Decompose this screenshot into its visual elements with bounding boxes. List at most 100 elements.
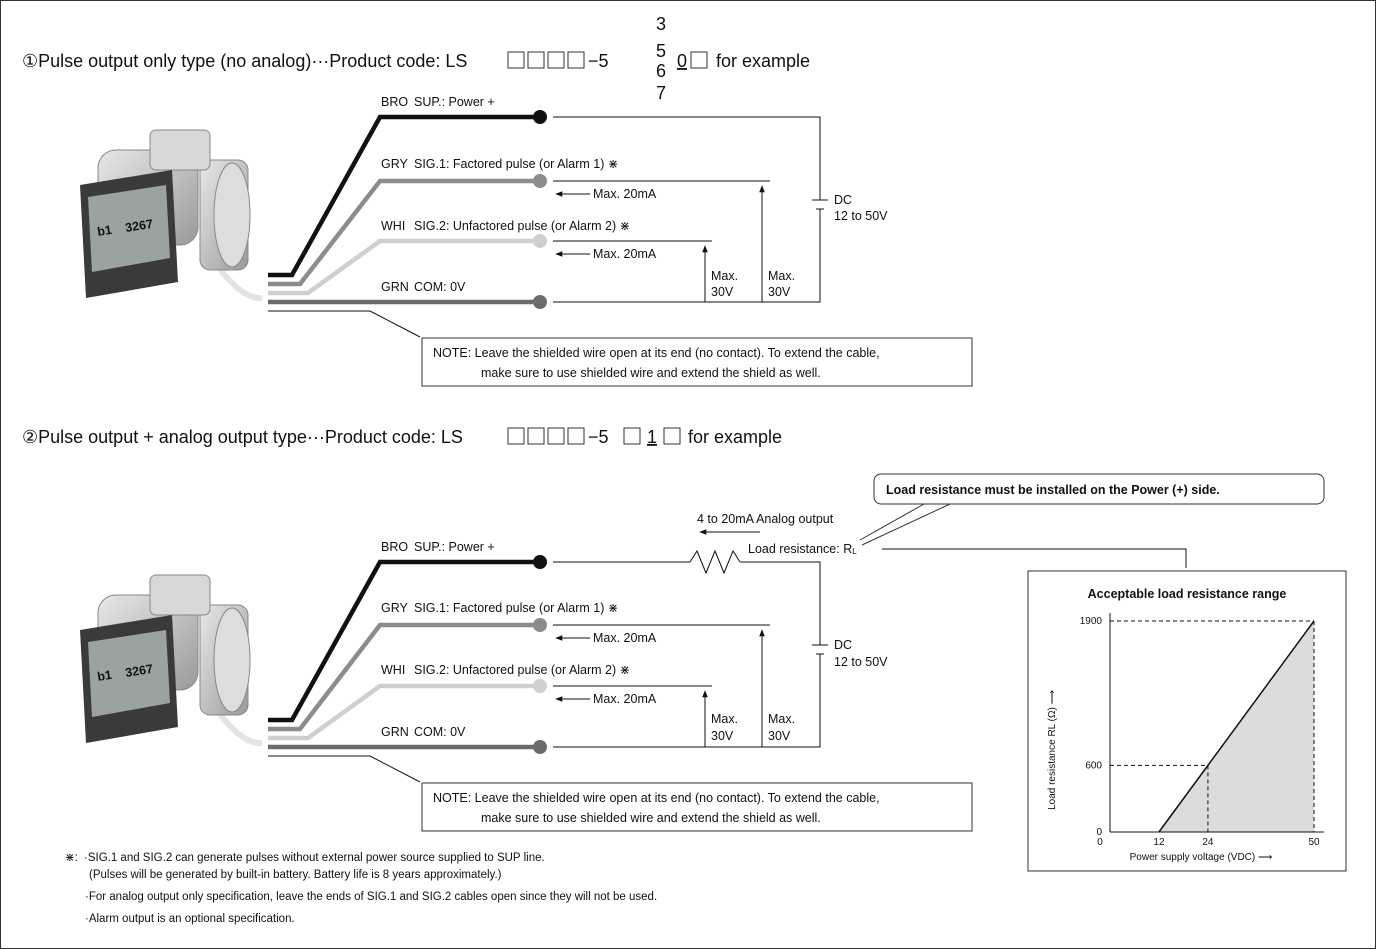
callout-text: Load resistance must be installed on the…: [886, 483, 1220, 497]
wire-gry-2-label: SIG.1: Factored pulse (or Alarm 1) ⋇: [414, 601, 618, 615]
device-2-display-left: b1: [96, 668, 113, 684]
max-voltage-2b: Max.: [768, 712, 795, 726]
wire-whi: [268, 238, 540, 296]
device-display-left: b1: [96, 223, 113, 239]
footnote-line-2: (Pulses will be generated by built-in ba…: [89, 869, 502, 881]
device-2-display-right: 3267: [124, 662, 154, 680]
wire-bundle-2: [268, 559, 540, 783]
resistor-symbol: [689, 549, 741, 575]
wire-bro-label: SUP.: Power +: [414, 95, 495, 109]
chart-title: Acceptable load resistance range: [1088, 587, 1287, 601]
code-stack-6: 6: [656, 61, 666, 81]
footnote-mark: ⋇:: [65, 852, 78, 864]
shield-wire: [268, 310, 421, 338]
wire-whi-color: WHI: [381, 219, 405, 233]
dc-label-2: DC: [834, 638, 852, 652]
max-current-1: Max. 20mA: [593, 187, 657, 201]
terminal-gry: [533, 174, 547, 188]
section-1-code-digit: 0: [677, 51, 687, 71]
max-current-2-1: Max. 20mA: [593, 631, 657, 645]
code-stack-5: 5: [656, 41, 666, 61]
section-1: ①Pulse output only type (no analog)···Pr…: [22, 14, 973, 387]
wire-grn-2-color: GRN: [381, 725, 409, 739]
section-2-heading-prefix: ②Pulse output + analog output type···Pro…: [22, 427, 463, 447]
max-voltage-2b-val: 30V: [768, 729, 791, 743]
max-voltage-2a-val: 30V: [711, 729, 734, 743]
wire-whi-2: [268, 683, 540, 741]
wire-bro: [268, 114, 540, 278]
max-current-2: Max. 20mA: [593, 247, 657, 261]
y-tick-label: 1900: [1080, 616, 1103, 627]
section-2-heading-suffix: for example: [688, 427, 782, 447]
code-stack-top: 3: [656, 14, 666, 34]
circuit-2: [553, 529, 1187, 748]
x-tick-label: 50: [1308, 837, 1320, 848]
product-code-boxes: [507, 51, 585, 69]
max-voltage-b: Max.: [768, 269, 795, 283]
wire-grn-label: COM: 0V: [414, 280, 466, 294]
wire-gry-2: [268, 622, 540, 732]
wire-gry-color: GRY: [381, 157, 409, 171]
wire-whi-2-color: WHI: [381, 663, 405, 677]
wire-bro-2: [268, 559, 540, 723]
wire-grn-2-label: COM: 0V: [414, 725, 466, 739]
note-box: [421, 337, 973, 387]
load-resistance-chart: Acceptable load resistance range 0 600 190…: [1027, 570, 1347, 872]
chart-ylabel: Load resistance RL (Ω) ⟶: [1047, 690, 1058, 810]
footnote-line-3: ·For analog output only specification, l…: [85, 891, 657, 903]
max-voltage-a-val: 30V: [711, 285, 734, 299]
section-2-code-digit: 1: [647, 427, 657, 447]
section-1-heading-prefix: ①Pulse output only type (no analog)···Pr…: [22, 51, 467, 71]
shield-wire-2: [268, 755, 421, 783]
max-voltage-a: Max.: [711, 269, 738, 283]
y-tick-label: 0: [1096, 827, 1102, 838]
load-resistance-label: Load resistance: RL: [748, 542, 857, 556]
footnote-line-1: ·SIG.1 and SIG.2 can generate pulses wit…: [84, 852, 545, 864]
device-display-right: 3267: [124, 217, 154, 235]
wire-bundle: [268, 114, 540, 338]
wire-bro-2-color: BRO: [381, 540, 408, 554]
note-2-line-1: NOTE: Leave the shielded wire open at it…: [433, 791, 880, 805]
footnotes: ⋇: ·SIG.1 and SIG.2 can generate pulses …: [65, 852, 657, 925]
chart-xlabel: Power supply voltage (VDC) ⟶: [1130, 852, 1273, 863]
product-code-box: [690, 51, 708, 69]
circuit: [553, 116, 828, 303]
callout-pointer: [859, 503, 951, 546]
x-tick-label: 24: [1202, 837, 1214, 848]
wire-bro-2-label: SUP.: Power +: [414, 540, 495, 554]
note-line-2: make sure to use shielded wire and exten…: [481, 366, 821, 380]
callout-box: [873, 473, 1325, 505]
terminal-bro: [533, 110, 547, 124]
wire-gry: [268, 178, 540, 287]
wire-bro-color: BRO: [381, 95, 408, 109]
section-2: ②Pulse output + analog output type···Pro…: [22, 427, 1325, 832]
max-current-2-2: Max. 20mA: [593, 692, 657, 706]
flowmeter-image-2: b1 3267: [80, 574, 263, 747]
wire-grn-color: GRN: [381, 280, 409, 294]
section-2-heading-dash: −5: [588, 427, 609, 447]
wire-whi-label: SIG.2: Unfactored pulse (or Alarm 2) ⋇: [414, 219, 630, 233]
terminal-gry-2: [533, 618, 547, 632]
terminal-bro-2: [533, 555, 547, 569]
dc-range: 12 to 50V: [834, 209, 888, 223]
terminal-whi-2: [533, 679, 547, 693]
y-tick-label: 600: [1085, 760, 1102, 771]
dc-range-2: 12 to 50V: [834, 655, 888, 669]
section-1-heading-dash: −5: [588, 51, 609, 71]
wire-gry-2-color: GRY: [381, 601, 409, 615]
wire-gry-label: SIG.1: Factored pulse (or Alarm 1) ⋇: [414, 157, 618, 171]
x-tick-label: 0: [1097, 837, 1103, 848]
terminal-whi: [533, 234, 547, 248]
note-box-2: [421, 782, 973, 832]
max-voltage-b-val: 30V: [768, 285, 791, 299]
wire-whi-2-label: SIG.2: Unfactored pulse (or Alarm 2) ⋇: [414, 663, 630, 677]
analog-output-label: 4 to 20mA Analog output: [697, 512, 834, 526]
code-stack-bottom: 7: [656, 83, 666, 103]
acceptable-region: [1158, 621, 1314, 832]
dc-label: DC: [834, 193, 852, 207]
terminal-grn: [533, 295, 547, 309]
note-2-line-2: make sure to use shielded wire and exten…: [481, 811, 821, 825]
footnote-line-4: ·Alarm output is an optional specificati…: [85, 913, 295, 925]
